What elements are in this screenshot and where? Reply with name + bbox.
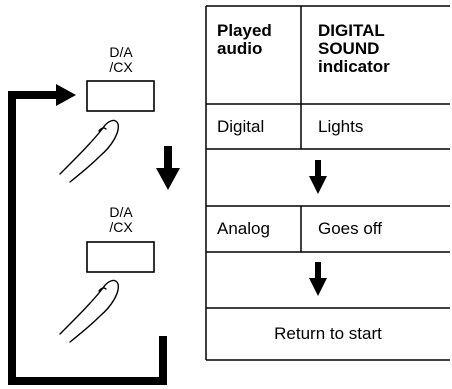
return-loop-line [8, 91, 167, 385]
row1-audio-cell: Digital [206, 104, 301, 149]
button-label-top-line1: D/A [109, 44, 133, 60]
finger-icon-bottom [59, 279, 119, 343]
da-cx-button-top[interactable] [86, 80, 155, 112]
button-label-bottom: D/A /CX [91, 205, 151, 235]
return-to-start-text: Return to start [274, 324, 382, 343]
table-grid [205, 5, 450, 361]
row1-indicator-cell: Lights [301, 104, 450, 149]
button-label-bottom-line2: /CX [109, 219, 133, 235]
table-arrow-down-icon-2 [309, 262, 327, 296]
header-indicator-line2: SOUND [318, 39, 380, 58]
return-to-start-cell: Return to start [206, 308, 450, 360]
row2-indicator-text: Goes off [318, 219, 382, 238]
return-loop-arrowhead [56, 84, 76, 106]
header-played-audio: Played audio [206, 6, 301, 104]
row1-indicator-text: Lights [318, 116, 364, 136]
button-label-top: D/A /CX [91, 45, 151, 75]
step-arrow-head [156, 168, 180, 190]
header-played-audio-line1: Played [217, 21, 272, 40]
da-cx-button-bottom[interactable] [86, 241, 155, 273]
row1-audio-text: Digital [217, 116, 265, 136]
header-digital-sound-indicator: DIGITAL SOUND indicator [301, 6, 450, 104]
button-label-top-line2: /CX [109, 59, 133, 75]
step-arrow-shaft [164, 146, 172, 170]
row2-indicator-cell: Goes off [301, 206, 450, 252]
header-played-audio-line2: audio [217, 39, 263, 58]
button-label-bottom-line1: D/A [109, 204, 133, 220]
row2-audio-cell: Analog [206, 206, 301, 252]
header-indicator-line1: DIGITAL [318, 21, 385, 40]
header-indicator-line3: indicator [318, 57, 390, 76]
row2-audio-text: Analog [217, 219, 270, 238]
finger-icon-top [59, 119, 119, 183]
table-arrow-down-icon-1 [309, 160, 327, 194]
